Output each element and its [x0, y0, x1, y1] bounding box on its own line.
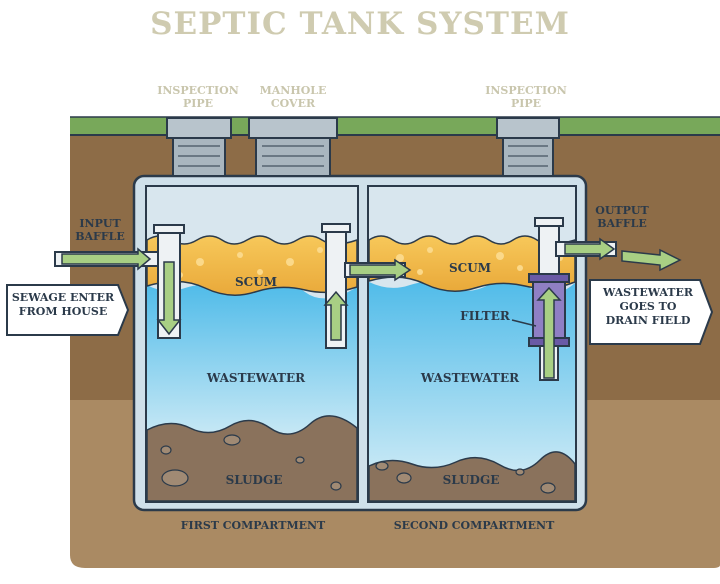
label-manhole-cover-text: MANHOLE COVER [259, 84, 327, 110]
label-second-compartment: SECOND COMPARTMENT [393, 519, 555, 532]
scum-layer-2 [368, 235, 576, 292]
drain-field-sign [589, 279, 714, 345]
label-output-baffle-text: OUTPUT BAFFLE [595, 204, 649, 230]
label-wastewater-1: WASTEWATER [206, 371, 306, 385]
label-inspection-pipe-left: INSPECTION PIPE [150, 84, 246, 110]
wastewater-layer-2 [369, 278, 575, 470]
flow-arrows [61, 237, 682, 379]
label-input-baffle: INPUT BAFFLE [60, 217, 140, 243]
label-wastewater-out-text: WASTEWATER GOES TO DRAIN FIELD [603, 286, 693, 327]
label-inspection-pipe-right: INSPECTION PIPE [478, 84, 574, 110]
sewage-sign [6, 284, 130, 336]
label-scum-2: SCUM [449, 261, 491, 275]
label-sewage-enter-text: SEWAGE ENTER FROM HOUSE [11, 291, 115, 318]
arrow-in-icon [61, 247, 152, 271]
scum-layer-1 [146, 235, 358, 296]
arrow-up-filter-icon [536, 286, 562, 379]
arrow-out-icon [564, 237, 616, 261]
label-manhole-cover: MANHOLE COVER [245, 84, 341, 110]
page-title: SEPTIC TANK SYSTEM [150, 6, 570, 42]
sludge-rocks [160, 434, 556, 494]
label-filter: FILTER [460, 309, 510, 323]
manhole-cover [248, 117, 338, 177]
label-wastewater-2: WASTEWATER [420, 371, 520, 385]
wastewater-layer-1 [147, 283, 357, 435]
sludge-layer-1 [146, 415, 358, 502]
label-sludge-2: SLUDGE [442, 473, 500, 487]
sludge-layer-2 [368, 451, 576, 502]
label-input-baffle-text: INPUT BAFFLE [75, 217, 125, 243]
label-inspection-pipe-right-text: INSPECTION PIPE [485, 84, 567, 110]
label-first-compartment: FIRST COMPARTMENT [180, 519, 326, 532]
label-scum-1: SCUM [235, 275, 277, 289]
label-inspection-pipe-left-text: INSPECTION PIPE [157, 84, 239, 110]
inspection-pipe-left [166, 117, 232, 177]
label-sludge-1: SLUDGE [225, 473, 283, 487]
label-wastewater-out: WASTEWATER GOES TO DRAIN FIELD [592, 286, 704, 327]
arrow-up-transfer-icon [323, 290, 349, 341]
arrow-out-2-icon [621, 248, 682, 272]
arrow-down-1-icon [156, 261, 182, 336]
arrow-transfer-icon [349, 258, 412, 282]
inspection-pipe-right [496, 117, 560, 177]
label-sewage-enter: SEWAGE ENTER FROM HOUSE [8, 291, 118, 319]
scum-bubbles [177, 247, 563, 278]
label-output-baffle: OUTPUT BAFFLE [582, 204, 662, 230]
